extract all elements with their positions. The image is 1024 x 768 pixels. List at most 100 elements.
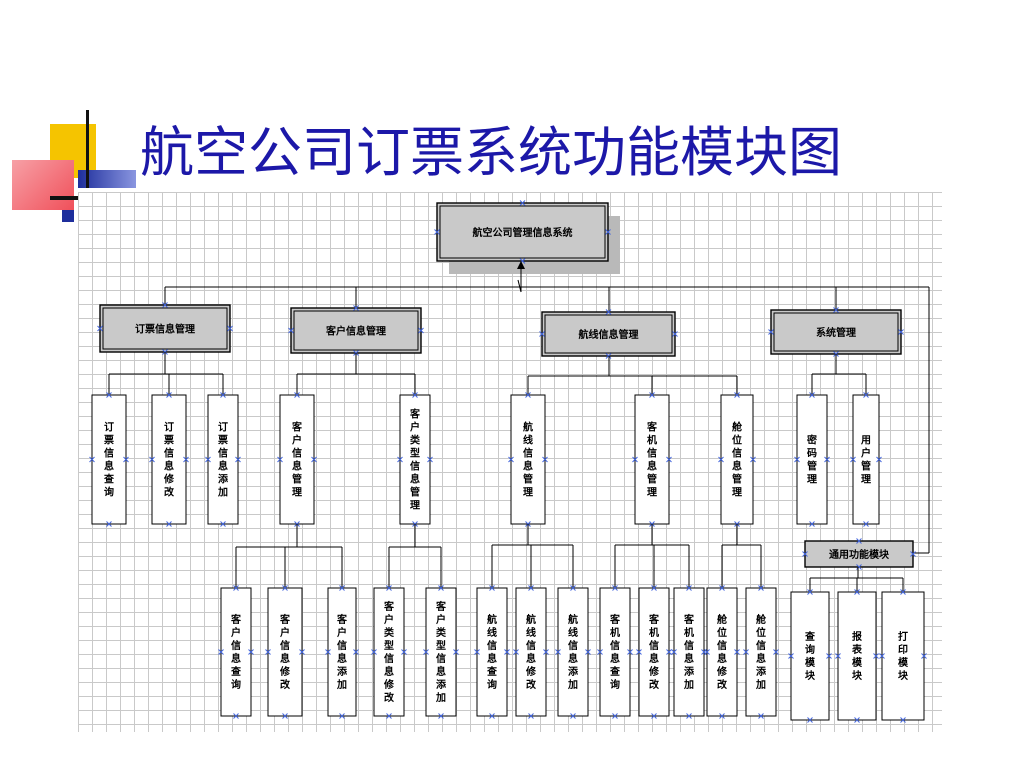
selection-handle[interactable] [856,538,862,544]
selection-handle[interactable] [166,521,172,527]
selection-handle[interactable] [854,717,860,723]
level2-node-3-box[interactable] [207,394,239,525]
selection-handle[interactable] [427,456,433,463]
selection-handle[interactable] [339,585,345,591]
selection-handle[interactable] [833,307,839,313]
selection-handle[interactable] [434,229,440,235]
level3-node-7-box[interactable] [515,587,547,717]
selection-handle[interactable] [773,649,779,655]
selection-handle[interactable] [162,302,168,308]
level3-node-1-box[interactable] [220,587,252,717]
level2-node-7-box[interactable] [634,394,670,525]
selection-handle[interactable] [233,713,239,719]
selection-handle[interactable] [220,521,226,527]
common-module-box[interactable] [804,540,914,568]
selection-handle[interactable] [570,585,576,591]
selection-handle[interactable] [299,649,305,655]
selection-handle[interactable] [672,331,678,337]
selection-handle[interactable] [718,456,724,463]
selection-handle[interactable] [474,649,480,655]
selection-handle[interactable] [651,713,657,719]
selection-handle[interactable] [528,713,534,719]
selection-handle[interactable] [824,456,830,463]
level2-node-6-box[interactable] [510,394,546,525]
selection-handle[interactable] [353,649,359,655]
selection-handle[interactable] [339,713,345,719]
selection-handle[interactable] [900,717,906,723]
level3-node-10-box[interactable] [638,587,670,717]
selection-handle[interactable] [123,456,129,463]
selection-handle[interactable] [876,456,882,463]
selection-handle[interactable] [719,713,725,719]
level3-node-9-box[interactable] [599,587,631,717]
selection-handle[interactable] [900,589,906,595]
selection-handle[interactable] [353,305,359,311]
level3-node-13-box[interactable] [745,587,777,717]
selection-handle[interactable] [288,327,294,334]
selection-handle[interactable] [183,456,189,463]
selection-handle[interactable] [235,456,241,463]
selection-handle[interactable] [807,717,813,723]
selection-handle[interactable] [227,325,233,332]
selection-handle[interactable] [794,456,800,463]
selection-handle[interactable] [807,589,813,595]
selection-handle[interactable] [489,585,495,591]
selection-handle[interactable] [758,713,764,719]
selection-handle[interactable] [750,456,756,463]
selection-handle[interactable] [97,325,103,332]
level3-node-16-box[interactable] [881,591,925,721]
level3-node-12-box[interactable] [706,587,738,717]
selection-handle[interactable] [513,649,519,655]
selection-handle[interactable] [325,649,331,655]
selection-handle[interactable] [627,649,633,655]
level3-node-11-box[interactable] [673,587,705,717]
selection-handle[interactable] [570,713,576,719]
selection-handle[interactable] [423,649,429,655]
selection-handle[interactable] [438,713,444,719]
selection-handle[interactable] [542,456,548,463]
selection-handle[interactable] [758,585,764,591]
selection-handle[interactable] [666,649,672,655]
selection-handle[interactable] [205,456,211,463]
selection-handle[interactable] [166,392,172,398]
selection-handle[interactable] [605,309,612,315]
selection-handle[interactable] [666,456,672,463]
level2-node-1-box[interactable] [91,394,127,525]
selection-handle[interactable] [489,713,495,719]
level3-node-15-box[interactable] [837,591,877,721]
level3-node-2-box[interactable] [267,587,303,717]
selection-handle[interactable] [649,392,655,398]
selection-handle[interactable] [248,649,254,655]
selection-handle[interactable] [636,649,642,655]
selection-handle[interactable] [768,329,774,335]
selection-handle[interactable] [651,585,657,591]
selection-handle[interactable] [386,585,392,591]
module-1-box[interactable] [99,304,231,353]
selection-handle[interactable] [686,585,692,591]
selection-handle[interactable] [106,521,112,527]
selection-handle[interactable] [555,649,561,655]
selection-handle[interactable] [89,456,95,463]
selection-handle[interactable] [218,649,224,655]
selection-handle[interactable] [809,521,815,527]
selection-handle[interactable] [282,585,288,591]
selection-handle[interactable] [863,521,869,527]
selection-handle[interactable] [519,200,526,206]
selection-handle[interactable] [585,649,591,655]
selection-handle[interactable] [879,653,885,659]
selection-handle[interactable] [802,551,808,557]
selection-handle[interactable] [809,392,815,398]
selection-handle[interactable] [612,713,618,719]
level2-node-2-box[interactable] [151,394,187,525]
selection-handle[interactable] [863,392,869,398]
selection-handle[interactable] [397,456,403,463]
selection-handle[interactable] [294,392,300,398]
selection-handle[interactable] [826,653,832,659]
selection-handle[interactable] [856,564,862,570]
selection-handle[interactable] [719,585,725,591]
selection-handle[interactable] [528,585,534,591]
level3-node-3-box[interactable] [327,587,357,717]
selection-handle[interactable] [508,456,514,463]
selection-handle[interactable] [597,649,603,655]
level2-node-8-box[interactable] [720,394,754,525]
